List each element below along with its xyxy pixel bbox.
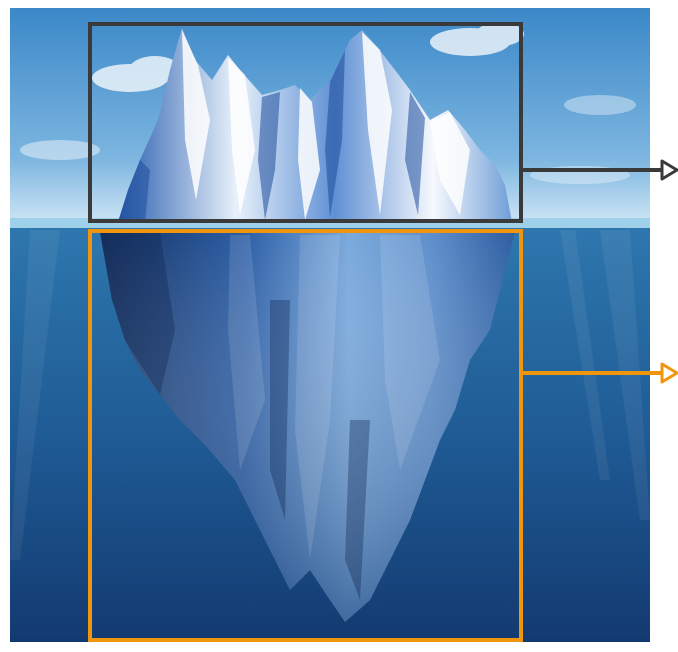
below-water-arrow-icon <box>662 364 677 382</box>
above-water-arrow-icon <box>662 161 677 179</box>
